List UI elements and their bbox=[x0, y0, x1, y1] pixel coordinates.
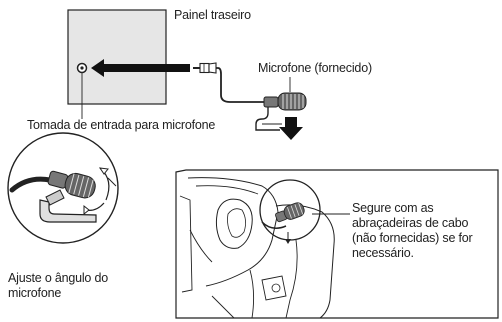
angle-detail-circle bbox=[7, 132, 119, 244]
microphone-figure bbox=[255, 92, 307, 131]
mic-cable bbox=[216, 67, 264, 103]
rear-panel bbox=[67, 9, 167, 105]
mic-plug bbox=[193, 62, 217, 74]
adjust-angle-label: Ajuste o ângulo do microfone bbox=[8, 271, 108, 300]
microphone-label: Microfone (fornecido) bbox=[258, 61, 372, 75]
down-arrow bbox=[279, 117, 303, 140]
input-jack-label: Tomada de entrada para microfone bbox=[27, 118, 216, 132]
secure-clamps-label: Segure com as abraçadeiras de cabo (não … bbox=[352, 201, 473, 260]
dashboard-detail bbox=[175, 169, 499, 319]
rear-panel-label: Painel traseiro bbox=[174, 8, 251, 22]
insert-arrow bbox=[91, 59, 190, 77]
